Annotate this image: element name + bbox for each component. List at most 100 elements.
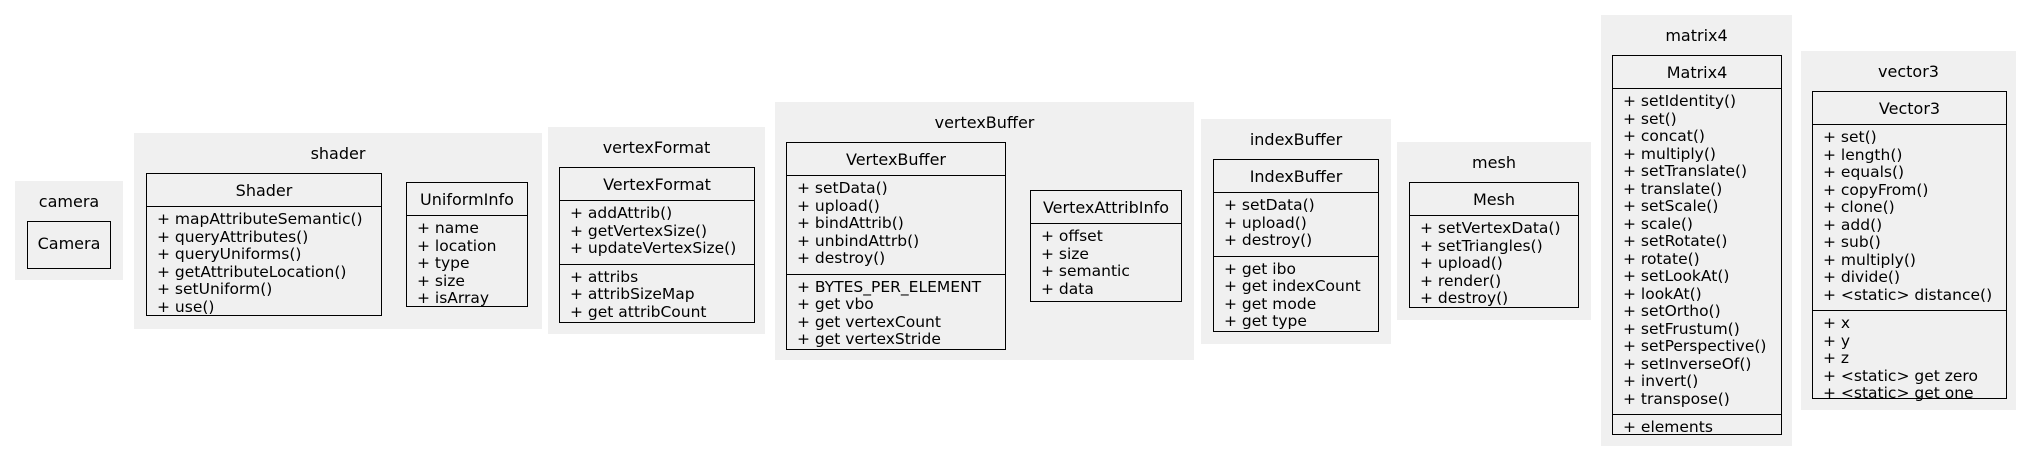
methods-section: + setVertexData() + setTriangles() + upl… bbox=[1410, 215, 1578, 314]
method: + setTriangles() bbox=[1420, 236, 1543, 255]
attribute: + attribSizeMap bbox=[570, 285, 695, 303]
class-index-buffer: IndexBuffer + setData() + upload() + des… bbox=[1213, 159, 1379, 332]
method: + updateVertexSize() bbox=[570, 239, 737, 257]
attribute: + get vertexStride bbox=[797, 330, 941, 348]
package-title: shader bbox=[310, 144, 366, 163]
method: + destroy() bbox=[1224, 231, 1313, 249]
class-name: VertexAttribInfo bbox=[1042, 198, 1170, 217]
package-title: vector3 bbox=[1878, 62, 1939, 81]
package-title: matrix4 bbox=[1665, 26, 1728, 45]
package-camera: camera Camera bbox=[15, 181, 123, 280]
attribute: + BYTES_PER_ELEMENT bbox=[797, 277, 982, 296]
package-vector3: vector3 Vector3 + set() + length() + equ… bbox=[1801, 51, 2016, 410]
methods-section: + setData() + upload() + destroy() bbox=[1214, 192, 1378, 256]
method: + setScale() bbox=[1623, 197, 1719, 215]
method: + use() bbox=[157, 297, 215, 316]
method: + equals() bbox=[1823, 163, 1905, 181]
methods-section: + addAttrib() + getVertexSize() + update… bbox=[560, 200, 754, 264]
method: + destroy() bbox=[1420, 289, 1509, 307]
attribute: + semantic bbox=[1041, 262, 1130, 280]
method: + scale() bbox=[1623, 214, 1693, 233]
class-uniform-info: UniformInfo + name + location + type + s… bbox=[406, 182, 528, 307]
attribute: + location bbox=[417, 236, 497, 255]
attribute: + <static> get zero bbox=[1823, 366, 1978, 385]
method: + length() bbox=[1823, 145, 1903, 164]
package-vertex-buffer: vertexBuffer VertexBuffer + setData() + … bbox=[775, 102, 1194, 360]
method: + setFrustum() bbox=[1623, 319, 1740, 338]
package-title: indexBuffer bbox=[1249, 130, 1343, 149]
attribute: + offset bbox=[1041, 227, 1103, 245]
attribute: + type bbox=[417, 254, 470, 272]
class-name: UniformInfo bbox=[420, 190, 514, 209]
package-mesh: mesh Mesh + setVertexData() + setTriangl… bbox=[1397, 142, 1591, 320]
class-name: Mesh bbox=[1472, 190, 1516, 209]
attribute: + data bbox=[1041, 279, 1094, 298]
method: + multiply() bbox=[1623, 144, 1716, 163]
method: + setPerspective() bbox=[1623, 337, 1767, 355]
method: + clone() bbox=[1823, 198, 1895, 216]
method: + concat() bbox=[1623, 127, 1705, 145]
class-name: Vector3 bbox=[1878, 99, 1941, 118]
attribute: + z bbox=[1823, 349, 1850, 367]
methods-section: + set() + length() + equals() + copyFrom… bbox=[1813, 124, 2006, 310]
attribute: + <static> get one bbox=[1823, 384, 1974, 402]
method: + setData() bbox=[797, 179, 888, 197]
package-title: vertexFormat bbox=[602, 138, 711, 157]
method: + addAttrib() bbox=[570, 204, 673, 222]
method: + sub() bbox=[1823, 233, 1881, 251]
package-title: mesh bbox=[1472, 153, 1516, 172]
method: + transpose() bbox=[1623, 389, 1730, 408]
method: + upload() bbox=[1420, 254, 1503, 272]
attributes-section: + elements bbox=[1613, 414, 1781, 443]
method: + rotate() bbox=[1623, 249, 1700, 268]
method: + setVertexData() bbox=[1420, 219, 1561, 237]
attribute: + get type bbox=[1224, 312, 1307, 330]
class-mesh: Mesh + setVertexData() + setTriangles() … bbox=[1409, 182, 1579, 308]
method: + setRotate() bbox=[1623, 232, 1728, 250]
attribute: + isArray bbox=[417, 289, 490, 307]
attribute: + size bbox=[1041, 244, 1089, 263]
attribute: + get mode bbox=[1224, 294, 1317, 313]
method: + add() bbox=[1823, 215, 1883, 234]
method: + upload() bbox=[797, 196, 880, 215]
attribute: + size bbox=[417, 271, 465, 290]
class-camera: Camera bbox=[27, 221, 111, 269]
class-vertex-attrib-info: VertexAttribInfo + offset + size + seman… bbox=[1030, 190, 1182, 302]
class-name: VertexFormat bbox=[603, 175, 711, 194]
method: + getVertexSize() bbox=[570, 221, 708, 240]
attribute: + get ibo bbox=[1224, 259, 1296, 278]
class-name: IndexBuffer bbox=[1249, 167, 1343, 186]
method: + setUniform() bbox=[157, 280, 273, 298]
method: + mapAttributeSemantic() bbox=[157, 210, 363, 228]
attributes-section: + offset + size + semantic + data bbox=[1031, 223, 1181, 304]
method: + setData() bbox=[1224, 196, 1315, 214]
method: + invert() bbox=[1623, 372, 1699, 390]
package-vertex-format: vertexFormat VertexFormat + addAttrib() … bbox=[548, 127, 765, 334]
attribute: + get vertexCount bbox=[797, 312, 941, 331]
attributes-section: + attribs + attribSizeMap + get attribCo… bbox=[560, 263, 754, 328]
method: + setLookAt() bbox=[1623, 267, 1730, 285]
method: + translate() bbox=[1623, 179, 1723, 198]
attributes-section: + name + location + type + size + isArra… bbox=[407, 215, 527, 314]
method: + setOrtho() bbox=[1623, 302, 1721, 320]
class-name: Shader bbox=[235, 181, 293, 200]
class-name: VertexBuffer bbox=[846, 150, 946, 169]
methods-section: + setIdentity() + set() + concat() + mul… bbox=[1613, 88, 1781, 414]
method: + queryAttributes() bbox=[157, 227, 309, 246]
attribute: + name bbox=[417, 219, 479, 237]
class-name: Matrix4 bbox=[1666, 63, 1728, 82]
class-vertex-buffer: VertexBuffer + setData() + upload() + bi… bbox=[786, 142, 1006, 350]
method: + upload() bbox=[1224, 213, 1307, 232]
class-shader: Shader + mapAttributeSemantic() + queryA… bbox=[146, 173, 382, 316]
method: + setIdentity() bbox=[1623, 92, 1737, 110]
method: + queryUniforms() bbox=[157, 245, 302, 263]
attribute: + attribs bbox=[570, 267, 639, 286]
attributes-section: + get ibo + get indexCount + get mode + … bbox=[1214, 255, 1378, 337]
method: + <static> distance() bbox=[1823, 285, 1993, 304]
methods-section: + mapAttributeSemantic() + queryAttribut… bbox=[147, 206, 381, 322]
method: + setTranslate() bbox=[1623, 162, 1748, 180]
class-vertex-format: VertexFormat + addAttrib() + getVertexSi… bbox=[559, 167, 755, 323]
attribute: + elements bbox=[1623, 418, 1713, 436]
method: + getAttributeLocation() bbox=[157, 262, 347, 281]
